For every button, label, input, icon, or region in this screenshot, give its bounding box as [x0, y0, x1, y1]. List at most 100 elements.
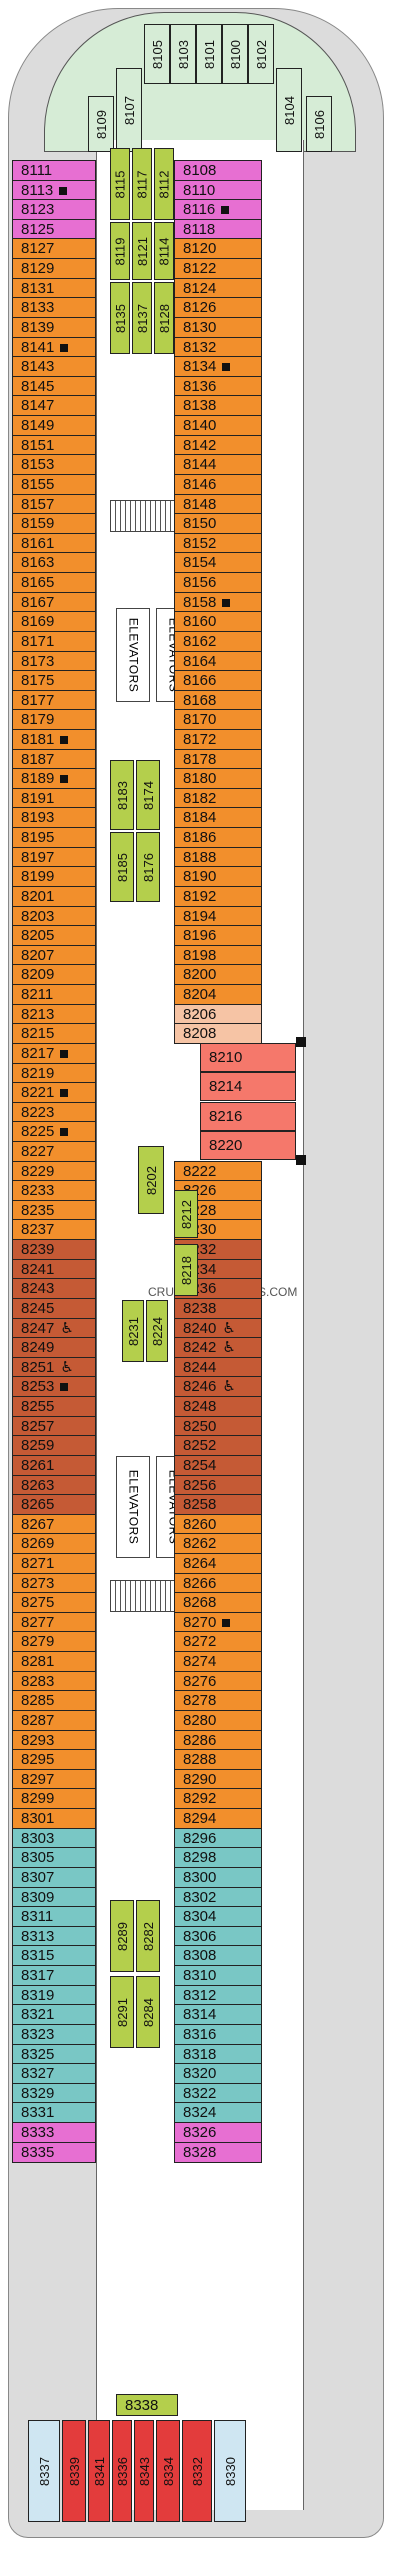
cabin[interactable]: 8193: [12, 807, 96, 828]
cabin[interactable]: 8284: [136, 1976, 160, 2048]
cabin[interactable]: 8262: [174, 1533, 262, 1554]
cabin[interactable]: 8183: [110, 760, 134, 830]
cabin[interactable]: 8185: [110, 832, 134, 902]
cabin[interactable]: 8188: [174, 847, 262, 868]
cabin[interactable]: 8143: [12, 356, 96, 377]
cabin[interactable]: 8260: [174, 1514, 262, 1535]
cabin[interactable]: 8211: [12, 984, 96, 1005]
cabin[interactable]: 8231: [122, 1300, 144, 1362]
cabin[interactable]: 8266: [174, 1573, 262, 1594]
cabin[interactable]: 8198: [174, 945, 262, 966]
cabin[interactable]: 8177: [12, 690, 96, 711]
cabin[interactable]: 8324: [174, 2102, 262, 2123]
cabin[interactable]: 8191: [12, 788, 96, 809]
cabin[interactable]: 8227: [12, 1141, 96, 1162]
cabin[interactable]: 8194: [174, 906, 262, 927]
cabin[interactable]: 8268: [174, 1592, 262, 1613]
cabin[interactable]: 8296: [174, 1828, 262, 1849]
cabin[interactable]: 8163: [12, 552, 96, 573]
cabin[interactable]: 8104: [276, 68, 302, 152]
cabin[interactable]: 8106: [306, 96, 332, 152]
cabin[interactable]: 8338: [116, 2394, 178, 2416]
cabin[interactable]: 8257: [12, 1416, 96, 1437]
cabin[interactable]: 8294: [174, 1808, 262, 1829]
cabin[interactable]: 8259: [12, 1435, 96, 1456]
cabin[interactable]: 8327: [12, 2063, 96, 2084]
cabin[interactable]: 8175: [12, 670, 96, 691]
cabin[interactable]: 8121: [132, 222, 152, 280]
cabin[interactable]: 8168: [174, 690, 262, 711]
cabin[interactable]: 8182: [174, 788, 262, 809]
cabin[interactable]: 8258: [174, 1494, 262, 1515]
cabin[interactable]: 8313: [12, 1926, 96, 1947]
cabin[interactable]: 8204: [174, 984, 262, 1005]
cabin[interactable]: 8212: [174, 1190, 198, 1238]
cabin[interactable]: 8140: [174, 415, 262, 436]
cabin[interactable]: 8235: [12, 1200, 96, 1221]
cabin[interactable]: 8217: [12, 1043, 96, 1064]
cabin[interactable]: 8297: [12, 1769, 96, 1790]
cabin[interactable]: 8190: [174, 866, 262, 887]
cabin[interactable]: 8334: [156, 2420, 180, 2522]
cabin[interactable]: 8248: [174, 1396, 262, 1417]
cabin[interactable]: 8253: [12, 1376, 96, 1397]
cabin[interactable]: 8116: [174, 199, 262, 220]
cabin[interactable]: 8223: [12, 1102, 96, 1123]
cabin[interactable]: 8208: [174, 1023, 262, 1044]
cabin[interactable]: 8316: [174, 2024, 262, 2045]
cabin[interactable]: 8331: [12, 2102, 96, 2123]
cabin[interactable]: 8134: [174, 356, 262, 377]
cabin[interactable]: 8285: [12, 1690, 96, 1711]
cabin[interactable]: 8271: [12, 1553, 96, 1574]
cabin[interactable]: 8201: [12, 886, 96, 907]
cabin[interactable]: 8184: [174, 807, 262, 828]
cabin[interactable]: 8252: [174, 1435, 262, 1456]
cabin[interactable]: 8107: [116, 68, 142, 152]
cabin[interactable]: 8216: [200, 1102, 296, 1131]
cabin[interactable]: 8215: [12, 1023, 96, 1044]
cabin[interactable]: 8339: [62, 2420, 86, 2522]
cabin[interactable]: 8261: [12, 1455, 96, 1476]
cabin[interactable]: 8254: [174, 1455, 262, 1476]
cabin[interactable]: 8172: [174, 729, 262, 750]
cabin[interactable]: 8200: [174, 964, 262, 985]
cabin[interactable]: 8292: [174, 1788, 262, 1809]
cabin[interactable]: 8157: [12, 494, 96, 515]
cabin[interactable]: 8186: [174, 827, 262, 848]
cabin[interactable]: 8309: [12, 1887, 96, 1908]
cabin[interactable]: 8333: [12, 2122, 96, 2143]
cabin[interactable]: 8306: [174, 1926, 262, 1947]
cabin[interactable]: 8237: [12, 1219, 96, 1240]
cabin[interactable]: 8169: [12, 611, 96, 632]
cabin[interactable]: 8118: [174, 219, 262, 240]
cabin[interactable]: 8224: [146, 1300, 168, 1362]
cabin[interactable]: 8150: [174, 513, 262, 534]
cabin[interactable]: 8141: [12, 337, 96, 358]
cabin[interactable]: 8274: [174, 1651, 262, 1672]
cabin[interactable]: 8242♿: [174, 1337, 262, 1358]
cabin[interactable]: 8119: [110, 222, 130, 280]
cabin[interactable]: 8135: [110, 282, 130, 354]
cabin[interactable]: 8178: [174, 749, 262, 770]
cabin[interactable]: 8326: [174, 2122, 262, 2143]
cabin[interactable]: 8319: [12, 1985, 96, 2006]
cabin[interactable]: 8137: [132, 282, 152, 354]
cabin[interactable]: 8155: [12, 474, 96, 495]
cabin[interactable]: 8158: [174, 592, 262, 613]
cabin[interactable]: 8131: [12, 278, 96, 299]
cabin[interactable]: 8192: [174, 886, 262, 907]
cabin[interactable]: 8170: [174, 709, 262, 730]
cabin[interactable]: 8250: [174, 1416, 262, 1437]
cabin[interactable]: 8101: [196, 24, 222, 84]
cabin[interactable]: 8321: [12, 2004, 96, 2025]
cabin[interactable]: 8281: [12, 1651, 96, 1672]
cabin[interactable]: 8275: [12, 1592, 96, 1613]
cabin[interactable]: 8219: [12, 1063, 96, 1084]
cabin[interactable]: 8243: [12, 1278, 96, 1299]
cabin[interactable]: 8136: [174, 376, 262, 397]
cabin[interactable]: 8287: [12, 1710, 96, 1731]
cabin[interactable]: 8102: [248, 24, 274, 84]
cabin[interactable]: 8108: [174, 160, 262, 181]
cabin[interactable]: 8299: [12, 1788, 96, 1809]
cabin[interactable]: 8144: [174, 454, 262, 475]
